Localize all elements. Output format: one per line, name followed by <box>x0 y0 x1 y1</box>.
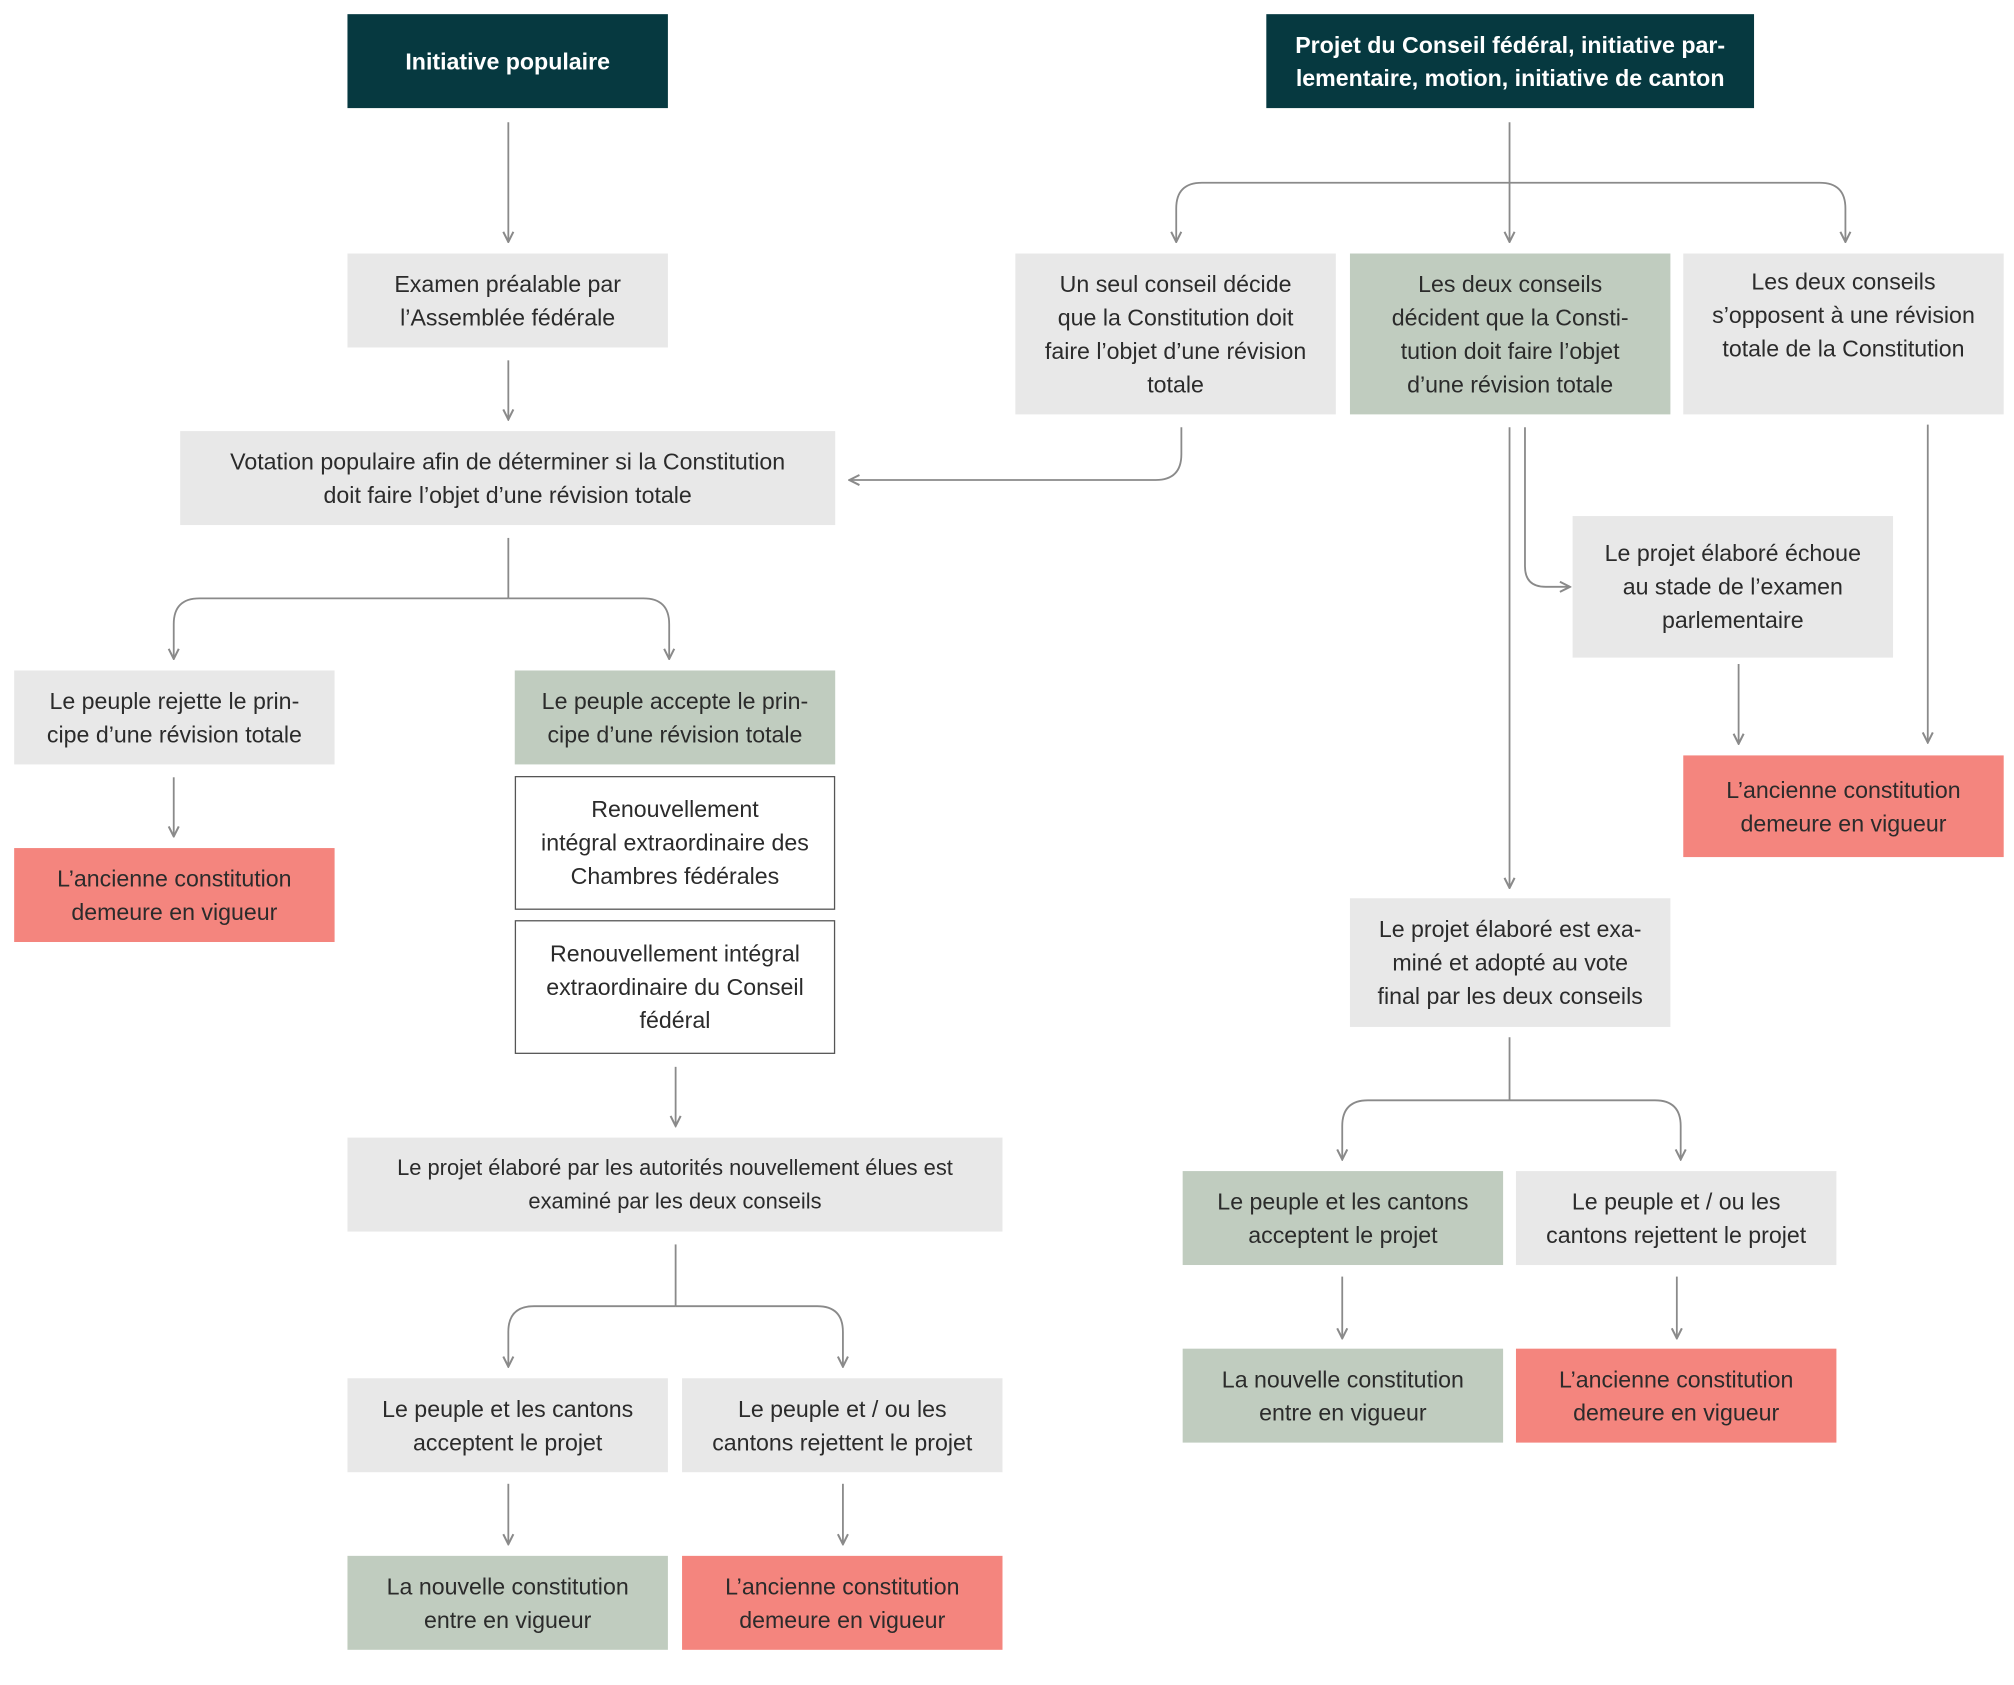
peuple-accepte-principe-box: Le peuple accepte le prin- cipe d’une ré… <box>514 670 836 765</box>
reject-projet-right-label: Le peuple et / ou les cantons rejettent … <box>1546 1188 1807 1248</box>
arrow-split-to-accepte <box>508 597 669 658</box>
ancienne-constitution-left-label: L’ancienne constitution demeure en vigue… <box>57 865 292 925</box>
un-seul-conseil-box: Un seul conseil décide que la Constituti… <box>1015 253 1336 415</box>
projet-autorites-box: Le projet élaboré par les autorités nouv… <box>347 1137 1003 1232</box>
votation-populaire-label: Votation populaire afin de déterminer si… <box>230 448 786 508</box>
un-seul-conseil-label: Un seul conseil décide que la Constituti… <box>1044 270 1307 398</box>
accept-projet-left-box: Le peuple et les cantons acceptent le pr… <box>347 1378 668 1473</box>
arrow-split-to-un-seul <box>1176 181 1510 242</box>
peuple-accepte-principe-label: Le peuple accepte le prin- cipe d’une ré… <box>541 687 809 748</box>
votation-populaire-box: Votation populaire afin de déterminer si… <box>180 431 836 526</box>
reject-projet-left-box: Le peuple et / ou les cantons rejettent … <box>682 1378 1003 1473</box>
ancienne-constitution-left-box: L’ancienne constitution demeure en vigue… <box>14 848 335 943</box>
accept-projet-left-label: Le peuple et les cantons acceptent le pr… <box>382 1395 634 1455</box>
renouvellement-chambres-label: Renouvellement intégral extraordinaire d… <box>541 796 809 890</box>
arrow-un-seul-to-votation <box>849 427 1183 480</box>
deux-conseils-decident-label: Les deux conseils décident que la Consti… <box>1391 270 1629 398</box>
initiative-populaire-box: Initiative populaire <box>347 14 668 109</box>
renouvellement-conseil-box: Renouvellement intégral extraordinaire d… <box>514 920 836 1054</box>
nouvelle-constitution-right-label: La nouvelle constitution entre en vigueu… <box>1221 1366 1464 1426</box>
deux-conseils-opposent-label: Les deux conseils s’opposent à une révis… <box>1712 268 1975 362</box>
ancienne-constitution-bottom-right-box: L’ancienne constitution demeure en vigue… <box>1515 1348 1837 1443</box>
arrow-split-to-rejette <box>174 597 509 658</box>
projet-autorites-label: Le projet élaboré par les autorités nouv… <box>397 1154 953 1213</box>
initiative-populaire-label: Initiative populaire <box>405 48 611 74</box>
accept-projet-right-box: Le peuple et les cantons acceptent le pr… <box>1182 1171 1504 1266</box>
peuple-rejette-principe-box: Le peuple rejette le prin- cipe d’une ré… <box>14 670 335 765</box>
ancienne-constitution-right-top-box: L’ancienne constitution demeure en vigue… <box>1683 755 2004 858</box>
projet-conseil-federal-box: Projet du Conseil fédéral, initiative pa… <box>1266 14 1755 109</box>
ancienne-constitution-bottom-left-label: L’ancienne constitution demeure en vigue… <box>725 1573 960 1633</box>
renouvellement-conseil-label: Renouvellement intégral extraordinaire d… <box>546 940 804 1034</box>
projet-conseil-federal-label: Projet du Conseil fédéral, initiative pa… <box>1295 31 1726 91</box>
nouvelle-constitution-left-label: La nouvelle constitution entre en vigueu… <box>386 1573 629 1633</box>
arrow-split-to-accept-left <box>508 1305 676 1366</box>
arrow-split-to-reject-right <box>1509 1099 1681 1159</box>
ancienne-constitution-right-top-label: L’ancienne constitution demeure en vigue… <box>1726 776 1961 836</box>
examen-prealable-label: Examen préalable par l’Assemblée fédéral… <box>394 270 621 331</box>
accept-projet-right-label: Le peuple et les cantons acceptent le pr… <box>1217 1188 1469 1248</box>
nouvelle-constitution-left-box: La nouvelle constitution entre en vigueu… <box>347 1555 668 1650</box>
projet-echoue-label: Le projet élaboré échoue au stade de l’e… <box>1604 540 1861 634</box>
projet-echoue-box: Le projet élaboré échoue au stade de l’e… <box>1572 516 1894 658</box>
arrow-split-to-reject-left <box>675 1305 843 1366</box>
reject-projet-right-box: Le peuple et / ou les cantons rejettent … <box>1515 1171 1837 1266</box>
renouvellement-chambres-box: Renouvellement intégral extraordinaire d… <box>514 776 836 910</box>
arrow-split-to-accept-right <box>1342 1099 1510 1159</box>
ancienne-constitution-bottom-left-box: L’ancienne constitution demeure en vigue… <box>682 1555 1003 1650</box>
peuple-rejette-principe-label: Le peuple rejette le prin- cipe d’une ré… <box>46 687 302 748</box>
arrow-split-to-opposent <box>1509 181 1846 242</box>
ancienne-constitution-bottom-right-label: L’ancienne constitution demeure en vigue… <box>1558 1366 1794 1426</box>
arrow-deux-decident-to-echoue <box>1524 427 1570 587</box>
deux-conseils-decident-box: Les deux conseils décident que la Consti… <box>1349 253 1671 415</box>
projet-examine-adopte-box: Le projet élaboré est exa- miné et adopt… <box>1349 898 1671 1027</box>
projet-examine-adopte-label: Le projet élaboré est exa- miné et adopt… <box>1377 916 1643 1009</box>
examen-prealable-box: Examen préalable par l’Assemblée fédéral… <box>347 253 668 348</box>
reject-projet-left-label: Le peuple et / ou les cantons rejettent … <box>712 1395 973 1455</box>
nouvelle-constitution-right-box: La nouvelle constitution entre en vigueu… <box>1182 1348 1504 1443</box>
deux-conseils-opposent-box: Les deux conseils s’opposent à une révis… <box>1683 253 2004 415</box>
